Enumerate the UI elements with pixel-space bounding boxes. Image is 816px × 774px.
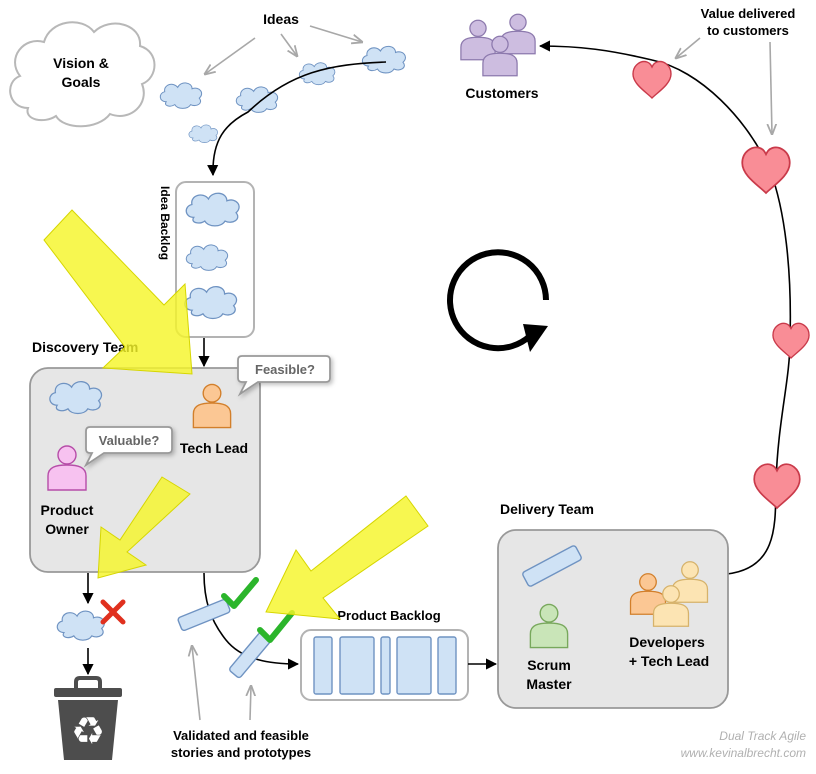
highlight-arrow-discovery xyxy=(43,209,193,375)
heart-icon xyxy=(632,60,672,99)
product-backlog-label: Product Backlog xyxy=(337,608,440,623)
heart-icon xyxy=(741,146,791,194)
product-owner-line1: Product xyxy=(41,502,94,518)
product-owner-line2: Owner xyxy=(45,521,89,537)
idea-backlog-label: Idea Backlog xyxy=(158,186,172,260)
customers-group: Customers xyxy=(460,13,539,101)
cloud-icon xyxy=(159,82,203,109)
heart-icon xyxy=(753,463,801,509)
highlight-arrow-product-backlog xyxy=(265,495,429,620)
validated-label-line2: stories and prototypes xyxy=(171,745,311,760)
developers-line2: + Tech Lead xyxy=(629,653,709,669)
product-backlog xyxy=(300,629,469,701)
vision-goals-cloud: Vision & Goals xyxy=(9,21,156,128)
backlog-item xyxy=(339,636,375,695)
scrum-master-line2: Master xyxy=(526,676,572,692)
cloud-icon xyxy=(361,45,406,74)
delivery-team-label: Delivery Team xyxy=(500,501,594,517)
delivery-to-customers-arrow xyxy=(538,40,792,575)
discovery-team-label: Discovery Team xyxy=(32,339,138,355)
valuable-label: Valuable? xyxy=(99,433,160,448)
value-pointer-arrows xyxy=(676,37,772,134)
heart-icon xyxy=(772,322,810,359)
customers-label: Customers xyxy=(465,85,538,101)
recycle-icon: ♻ xyxy=(71,711,105,753)
checkmark-icon xyxy=(221,577,259,609)
highlight-arrows xyxy=(43,209,429,620)
footer-url: www.kevinalbrecht.com xyxy=(681,746,806,760)
discovery-to-product-backlog-arrow xyxy=(203,572,300,670)
cloud-icon xyxy=(188,124,218,143)
validated-story-cards xyxy=(177,577,295,679)
feasible-label: Feasible? xyxy=(255,362,315,377)
footer-title: Dual Track Agile xyxy=(719,729,806,743)
cloud-icon xyxy=(235,86,279,113)
valuable-speech-bubble-icon: Valuable? xyxy=(83,426,173,468)
goals-label: Goals xyxy=(62,74,101,90)
cloud-icon xyxy=(56,610,105,641)
value-delivered-label: Value delivered xyxy=(701,6,796,21)
to-customers-label: to customers xyxy=(707,23,789,38)
person-icon xyxy=(460,19,496,61)
backlog-item xyxy=(396,636,432,695)
idea-backlog: Idea Backlog xyxy=(158,181,255,338)
story-card xyxy=(177,598,231,632)
validated-label-line1: Validated and feasible xyxy=(173,728,309,743)
ideas-to-backlog-arrow xyxy=(207,61,387,177)
ideas-label: Ideas xyxy=(263,11,299,27)
backlog-item xyxy=(380,636,391,695)
discovery-team-box: Tech Lead Product Owner xyxy=(29,367,261,573)
vision-label: Vision & xyxy=(53,55,109,71)
backlog-item xyxy=(437,636,457,695)
checkmark-icon xyxy=(257,610,295,643)
x-mark-icon xyxy=(100,599,126,625)
backlog-item xyxy=(313,636,333,695)
ideas-pointer-arrows xyxy=(205,25,362,74)
feasible-speech-bubble-icon: Feasible? xyxy=(237,355,331,397)
cycle-icon xyxy=(447,249,549,352)
cloud-icon xyxy=(298,62,336,86)
highlight-arrow-rejected xyxy=(97,476,191,579)
tech-lead-label: Tech Lead xyxy=(180,440,248,456)
scrum-master-line1: Scrum xyxy=(527,657,571,673)
story-card xyxy=(522,545,582,587)
trash-can-icon: ♻ xyxy=(54,676,122,760)
validated-pointer-arrows xyxy=(192,646,251,721)
developers-line1: Developers xyxy=(629,634,705,650)
delivery-team-box: Scrum Master Developers + Tech Lead xyxy=(497,529,729,709)
